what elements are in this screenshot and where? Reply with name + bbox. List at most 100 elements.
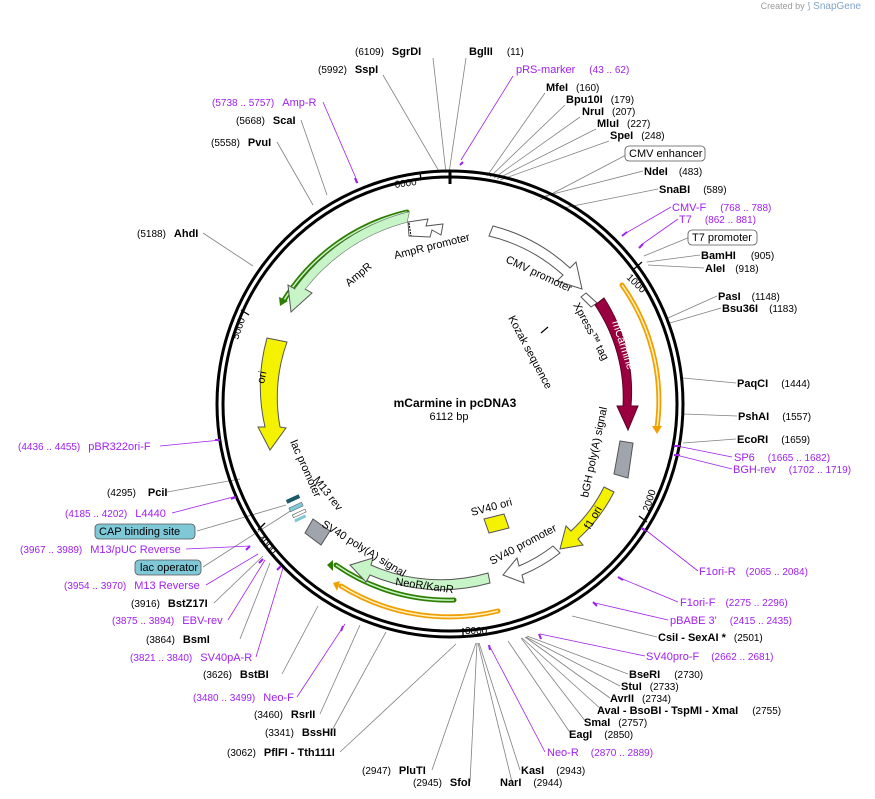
leader-scai [300, 119, 328, 196]
label-ori: ori [255, 370, 269, 384]
kozak-marker [540, 326, 549, 334]
enzyme-snabi: SnaBI(589) [659, 184, 727, 196]
leader-pvui [276, 141, 314, 206]
primer-labels-right: pRS-marker(43 .. 62) CMV-F(768 .. 788) T… [516, 64, 851, 759]
sv40-polya-box [304, 518, 331, 546]
primer-sp6: SP6(1665 .. 1682) [734, 452, 830, 464]
enzyme-sfoi: (2945)SfoI [413, 777, 471, 789]
leader-lines [159, 57, 738, 783]
cap-site-mark [294, 514, 307, 523]
primer-l4440: (4185 .. 4202)L4440 [65, 508, 166, 520]
orf-arc-mcarmine-core [621, 284, 660, 429]
orf-arrow-ampr-green [279, 297, 288, 306]
enzyme-pflfi: (3062)PflFI - Tth111I [227, 747, 335, 759]
m13-rev-mark [291, 508, 307, 519]
primer-pbr322ori-f: (4436 .. 4455)pBR322ori-F [18, 441, 151, 453]
leader-bsu36i [669, 307, 722, 324]
tick-label-3000: 3000 [465, 626, 488, 637]
primer-pbabe3: pBABE 3'(2415 .. 2435) [670, 615, 792, 627]
enzyme-bglii: BglII(11) [469, 46, 524, 58]
enzyme-bstz17i: (3916)BstZ17I [131, 598, 208, 610]
ori-arrow [257, 337, 288, 451]
leader-bsshii [329, 631, 387, 735]
box-t7-promoter [687, 229, 758, 246]
enzyme-mfei: MfeI(160) [546, 82, 599, 94]
box-cmv-enhancer [624, 145, 706, 162]
primer-sv40pro-f: SV40pro-F(2662 .. 2681) [646, 651, 773, 663]
enzyme-bpu10i: Bpu10I(179) [566, 94, 634, 106]
enzyme-eagi: EagI(2850) [569, 729, 633, 741]
enzyme-labels-left: (6109)SgrDI (5992)SspI (5668)ScaI (5558)… [107, 46, 471, 789]
label-lac-promoter: lac promoter [287, 438, 323, 499]
box-lac-operator [134, 559, 202, 576]
enzyme-nrui: NruI(207) [582, 106, 635, 118]
leader-f1orir [642, 527, 699, 572]
f1-ori-arrow [559, 486, 615, 550]
leader-snabi [562, 188, 659, 209]
primer-amp-r: (5738 .. 5757)Amp-R [212, 97, 317, 109]
enzyme-bsmi: (3864)BsmI [146, 634, 210, 646]
leader-pbabe [594, 602, 669, 621]
leader-t7p [643, 236, 691, 257]
neor-arrow [349, 557, 491, 591]
lac-operator-mark [288, 501, 304, 513]
enzyme-stui: StuI(2733) [621, 681, 679, 693]
primer-m13-reverse: (3954 .. 3970)M13 Reverse [64, 580, 200, 592]
leader-f1orif [619, 577, 679, 603]
enzyme-avai: AvaI - BsoBI - TspMI - XmaI(2755) [597, 705, 781, 717]
leader-m13reverse [205, 553, 259, 586]
ampr-promoter-divider [408, 222, 412, 237]
leader-nari [477, 642, 513, 783]
leader-sp6 [676, 445, 733, 458]
orf-arc-neo-core [340, 585, 499, 618]
enzyme-ndei: NdeI(483) [644, 166, 702, 178]
leader-ahdi [202, 232, 254, 267]
enzyme-nari: NarI(2944) [500, 777, 562, 789]
enzyme-avrii: AvrII(2734) [610, 693, 671, 705]
leader-paqci [682, 377, 737, 384]
enzyme-spei: SpeI(248) [610, 130, 665, 142]
cmv-promoter-arrow [488, 225, 583, 290]
enzyme-paqci: PaqCI(1444) [737, 378, 810, 390]
sv40-promoter-arrow [502, 545, 561, 584]
plasmid-title: mCarmine in pcDNA3 [394, 396, 517, 410]
orf-arrow-mcarmine [652, 426, 662, 434]
enzyme-alei: AleI(918) [705, 263, 759, 275]
box-cap-site [94, 523, 196, 540]
enzyme-mlui: MluI(227) [597, 118, 650, 130]
leader-neof [296, 623, 346, 698]
leader-l4440 [171, 495, 238, 514]
leader-sv40prof [539, 633, 646, 657]
primer-cmv-f: CMV-F(768 .. 788) [672, 202, 771, 214]
bgh-polya-box [613, 440, 634, 479]
leader-cmvf [625, 206, 672, 234]
enzyme-ahdi: (5188)AhdI [137, 228, 198, 240]
enzyme-ecori: EcoRI(1659) [737, 434, 810, 446]
primer-bgh-rev: BGH-rev(1702 .. 1719) [733, 464, 851, 476]
enzyme-bsshii: (3341)BssHII [265, 727, 336, 739]
leader-pflfi [339, 643, 457, 753]
enzyme-pshai: PshAI(1557) [738, 411, 811, 423]
leader-t7 [640, 218, 679, 246]
ampr-arrow-body [295, 212, 409, 289]
leader-bstz17i [213, 555, 264, 604]
enzyme-smai: SmaI(2757) [584, 717, 647, 729]
primer-t7: T7(862 .. 881) [679, 214, 756, 226]
leader-pcii [166, 478, 241, 493]
label-mcarmine: mCarmine [609, 319, 636, 371]
plasmid-size: 6112 bp [430, 411, 469, 423]
enzyme-sgrdi: (6109)SgrDI [355, 46, 421, 58]
label-lac-operator: lac operator [140, 562, 198, 574]
leader-cap [196, 504, 287, 532]
leader-bghrev [675, 454, 733, 470]
enzyme-scai: (5668)ScaI [236, 115, 296, 127]
enzyme-pluti: (2947)PluTI [362, 765, 426, 777]
leader-sv40par [255, 567, 284, 658]
enzyme-kasi: KasI(2943) [521, 765, 585, 777]
leader-eagi [507, 640, 572, 735]
leader-pluti [431, 642, 477, 771]
leader-avai [521, 637, 603, 711]
leader-ampr [322, 101, 359, 184]
leader-rsrii [319, 624, 361, 715]
